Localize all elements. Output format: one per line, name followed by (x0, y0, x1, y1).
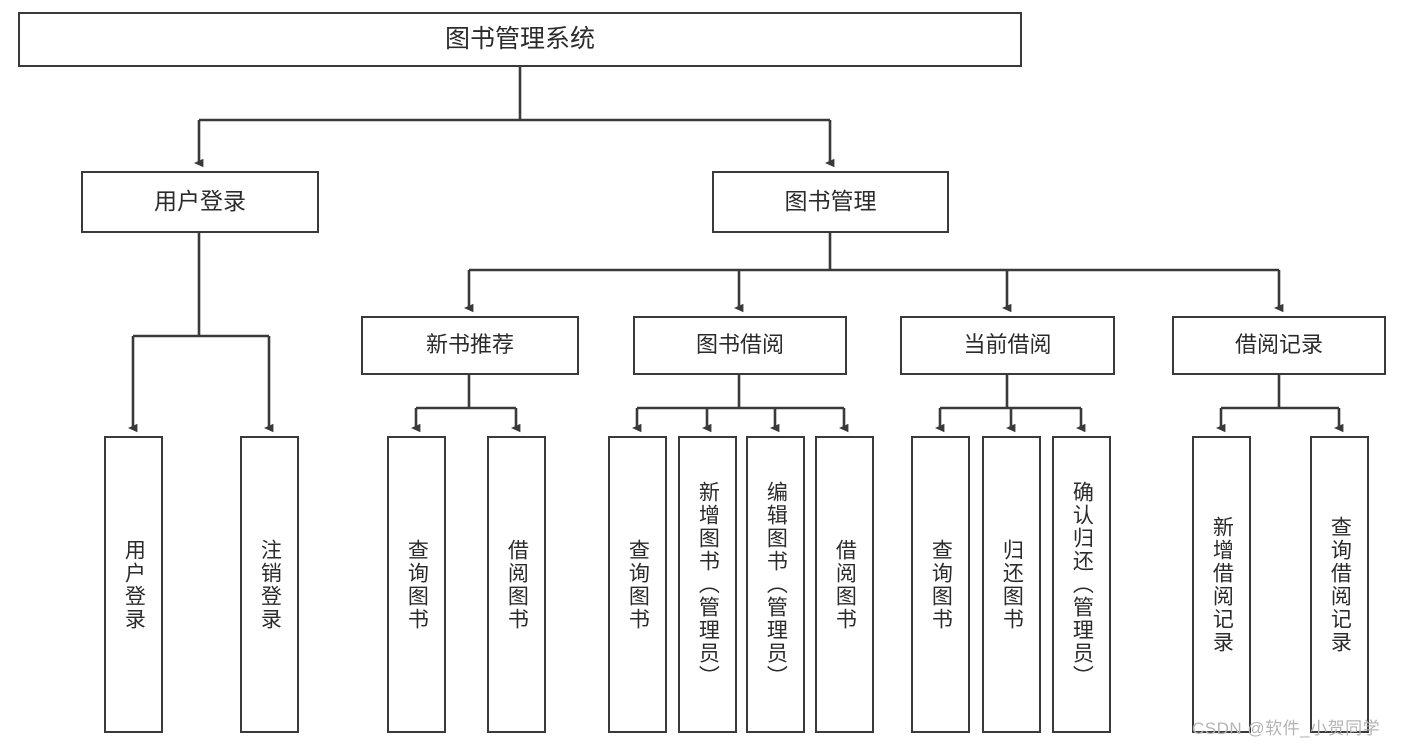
node-leaf-confirm-return-admin[interactable]: 确认归还（管理员） (1052, 436, 1111, 733)
node-current-borrow-label: 当前借阅 (963, 332, 1052, 358)
node-leaf-user-login-label: 用户登录 (122, 538, 146, 631)
node-borrow-record[interactable]: 借阅记录 (1172, 316, 1386, 375)
csdn-watermark: CSDN @软件_小贺同学 (1192, 719, 1381, 738)
node-root[interactable]: 图书管理系统 (18, 12, 1022, 67)
node-leaf-query-book-2[interactable]: 查询图书 (608, 436, 667, 733)
node-leaf-confirm-return-admin-label: 确认归还（管理员） (1070, 481, 1094, 688)
node-leaf-query-borrow-record-label: 查询借阅记录 (1328, 515, 1352, 654)
node-leaf-add-borrow-record-label: 新增借阅记录 (1210, 515, 1234, 654)
node-leaf-return-book[interactable]: 归还图书 (982, 436, 1041, 733)
node-root-label: 图书管理系统 (444, 24, 595, 53)
node-leaf-return-book-label: 归还图书 (1000, 538, 1024, 631)
node-new-book-recommend[interactable]: 新书推荐 (361, 316, 579, 375)
node-leaf-add-book-admin-label: 新增图书（管理员） (696, 481, 720, 688)
node-book-borrow[interactable]: 图书借阅 (633, 316, 847, 375)
node-book-manage-label: 图书管理 (784, 188, 877, 215)
node-leaf-borrow-book-2[interactable]: 借阅图书 (815, 436, 874, 733)
node-leaf-query-book-3[interactable]: 查询图书 (911, 436, 970, 733)
node-leaf-edit-book-admin-label: 编辑图书（管理员） (764, 481, 788, 688)
node-leaf-add-borrow-record[interactable]: 新增借阅记录 (1192, 436, 1251, 733)
node-leaf-query-book-2-label: 查询图书 (626, 538, 650, 631)
node-leaf-logout-login[interactable]: 注销登录 (240, 436, 299, 733)
node-new-book-recommend-label: 新书推荐 (425, 332, 514, 358)
node-leaf-query-book-3-label: 查询图书 (929, 538, 953, 631)
node-leaf-query-book-1-label: 查询图书 (405, 538, 429, 631)
node-book-borrow-label: 图书借阅 (695, 332, 784, 358)
node-user-login[interactable]: 用户登录 (81, 171, 319, 233)
node-leaf-logout-login-label: 注销登录 (258, 538, 282, 631)
node-current-borrow[interactable]: 当前借阅 (900, 316, 1115, 375)
node-leaf-query-borrow-record[interactable]: 查询借阅记录 (1310, 436, 1369, 733)
node-book-manage[interactable]: 图书管理 (712, 171, 949, 233)
node-leaf-borrow-book-1-label: 借阅图书 (505, 538, 529, 631)
node-leaf-edit-book-admin[interactable]: 编辑图书（管理员） (746, 436, 805, 733)
node-leaf-borrow-book-2-label: 借阅图书 (833, 538, 857, 631)
node-leaf-add-book-admin[interactable]: 新增图书（管理员） (678, 436, 737, 733)
node-leaf-borrow-book-1[interactable]: 借阅图书 (487, 436, 546, 733)
node-borrow-record-label: 借阅记录 (1234, 332, 1323, 358)
node-leaf-user-login[interactable]: 用户登录 (104, 436, 163, 733)
node-leaf-query-book-1[interactable]: 查询图书 (387, 436, 446, 733)
node-user-login-label: 用户登录 (154, 188, 246, 215)
